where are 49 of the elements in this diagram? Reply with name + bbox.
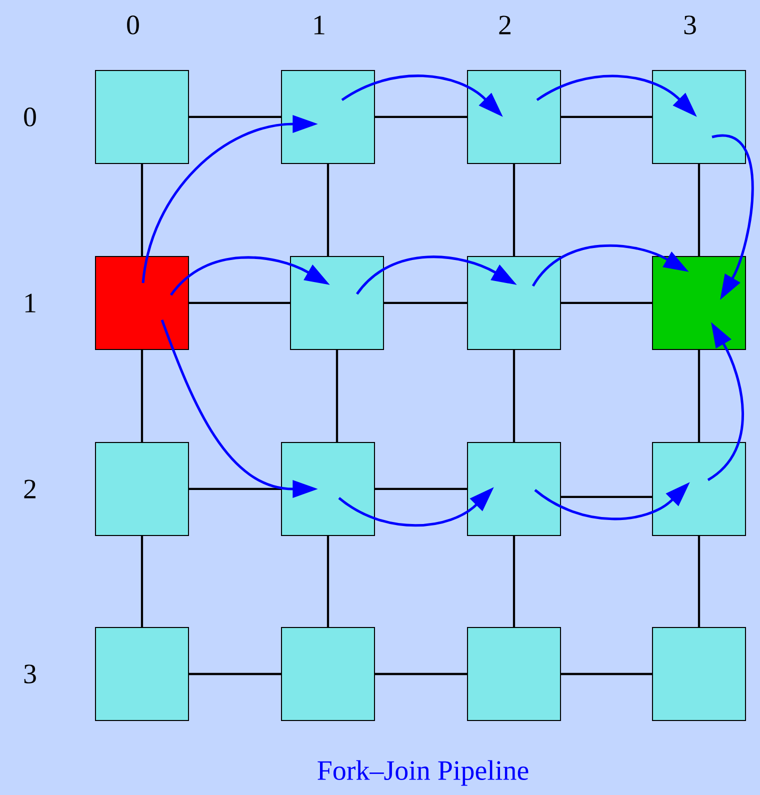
connector-line [512,536,516,627]
connector-line [189,116,281,118]
grid-box [95,442,189,536]
connector-line [384,302,467,304]
connector-line [512,164,516,256]
connector-line [512,350,516,442]
connector-line [561,302,652,304]
grid-box [95,256,189,350]
connector-line [698,536,700,627]
row-number: 1 [25,294,36,312]
grid-box [652,627,746,721]
connector-line [375,116,467,118]
grid-box [467,442,561,536]
column-number: 0 [127,16,139,34]
connector-line [698,350,700,442]
grid-box [281,70,375,164]
grid-box [95,627,189,721]
connector-line [698,164,700,256]
connector-line [326,164,330,256]
connector-line [375,672,467,676]
row-number: 2 [24,480,36,498]
grid-box [281,442,375,536]
connector-line [336,350,338,442]
connector-line [140,536,144,627]
row-number: 0 [24,108,36,126]
grid-box [652,70,746,164]
connector-line [561,116,652,118]
connector-line [561,496,652,498]
column-number: 3 [684,16,696,34]
connector-line [140,164,144,256]
grid-box [290,256,384,350]
grid-box [467,256,561,350]
connector-line [189,302,290,304]
connector-line [326,536,330,627]
connector-line [375,488,467,490]
connector-line [189,672,281,676]
grid-box [652,442,746,536]
column-number: 1 [314,16,324,34]
grid-box [467,627,561,721]
row-number: 3 [24,664,36,684]
grid-box [95,70,189,164]
connector-line [189,488,281,490]
grid-box [467,70,561,164]
caption: Fork–Join Pipeline [318,760,528,786]
grid-box [281,627,375,721]
grid-box [652,256,746,350]
connector-line [140,350,144,442]
column-number: 2 [499,16,510,34]
connector-line [561,672,652,676]
